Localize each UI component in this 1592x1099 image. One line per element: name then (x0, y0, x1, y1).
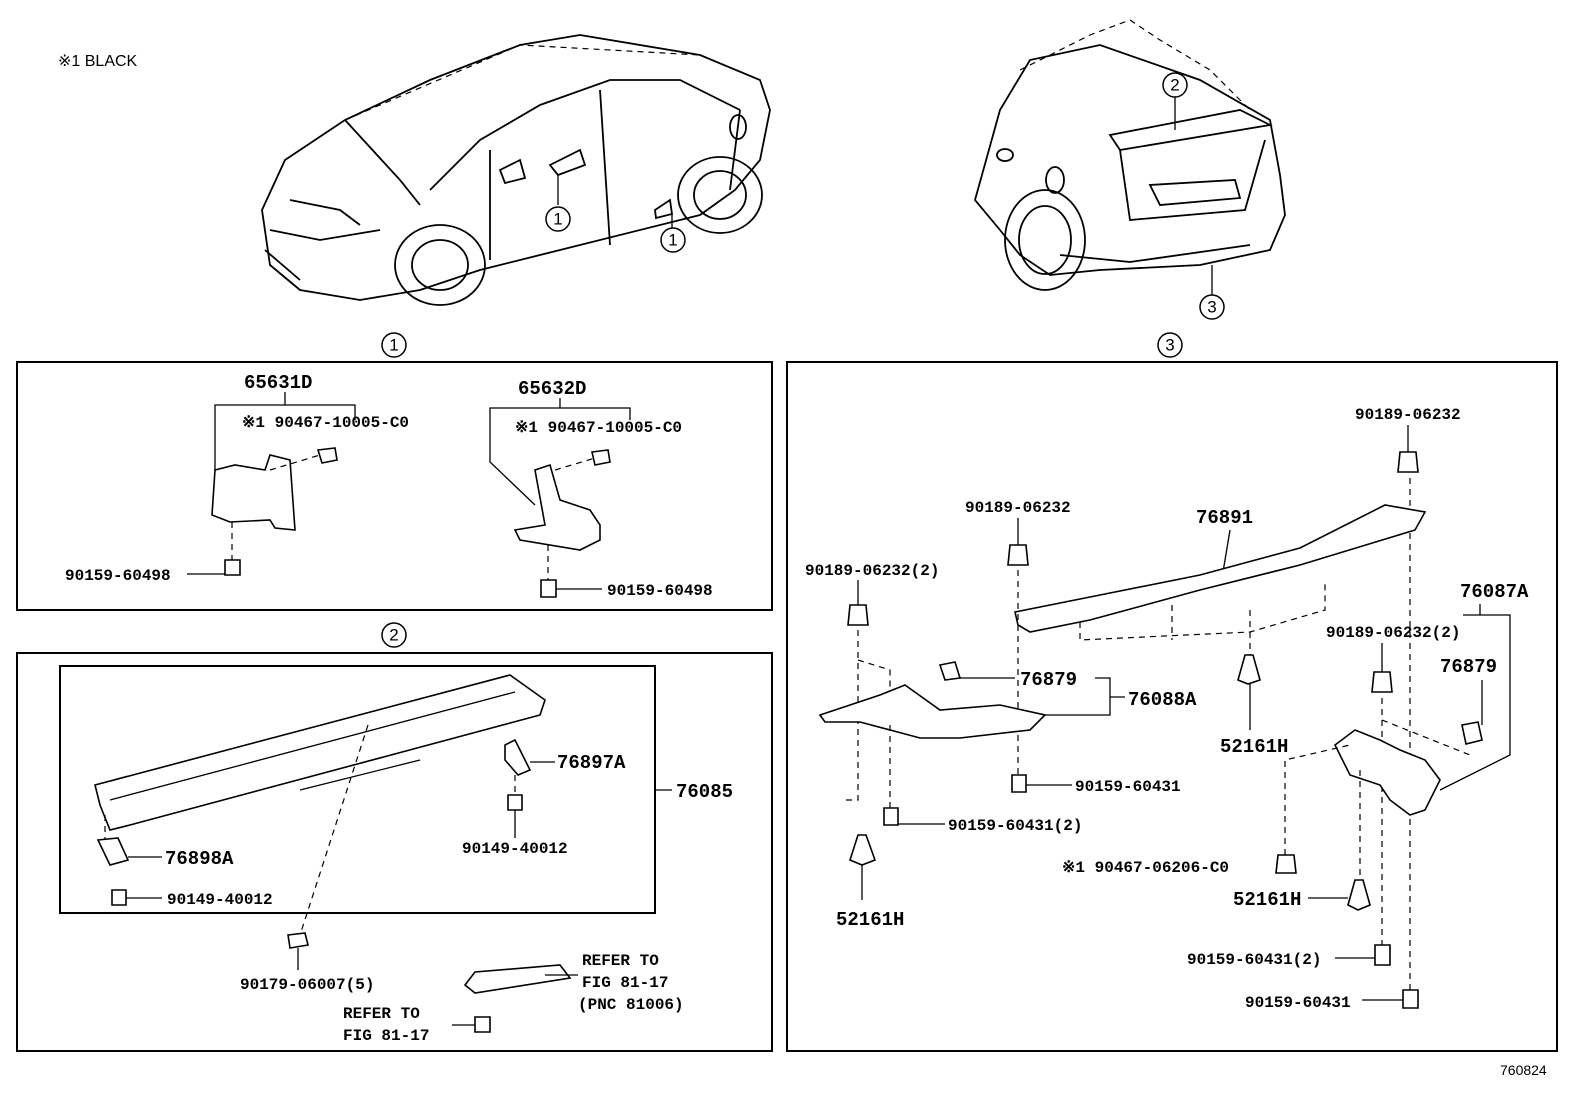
screw-right-part (507, 794, 523, 811)
rivet-left-part (849, 834, 877, 866)
svg-text:3: 3 (1165, 336, 1174, 355)
svg-text:3: 3 (1207, 298, 1216, 317)
label-bolt-left-s3: 90159-60431(2) (948, 817, 1082, 835)
label-screw-right: 90149-40012 (462, 840, 568, 858)
label-65631D: 65631D (244, 372, 312, 394)
label-76898A: 76898A (165, 848, 234, 870)
stop-lamp-part (463, 964, 572, 994)
bolt-right-part (540, 579, 557, 598)
label-76087A: 76087A (1460, 581, 1529, 603)
car-front-view (261, 34, 771, 306)
refer-left-line2: FIG 81-17 (343, 1027, 429, 1045)
section-3-header: 3 (1157, 332, 1183, 358)
car-rear-view (974, 19, 1286, 295)
label-76088A: 76088A (1128, 689, 1197, 711)
color-note: ※1 BLACK (58, 53, 138, 70)
clip-76879-right-part (1461, 721, 1483, 745)
section-2-frame (16, 652, 773, 1052)
refer-right-line3: (PNC 81006) (578, 996, 684, 1014)
refer-left-line1: REFER TO (343, 1005, 420, 1023)
label-76879-right: 76879 (1440, 656, 1497, 678)
section-1-frame (16, 361, 773, 611)
retainer-right-part (1333, 729, 1441, 816)
rivet-center-part (1237, 654, 1261, 685)
bracket-right-part (504, 738, 532, 776)
svg-text:1: 1 (668, 231, 677, 250)
label-nut-right: 90189-06232(2) (1326, 624, 1460, 642)
svg-text:1: 1 (389, 336, 398, 355)
clip-right-part (591, 449, 611, 466)
rivet-right-part (1347, 879, 1371, 911)
label-65632D: 65632D (518, 378, 586, 400)
label-76085: 76085 (676, 781, 733, 803)
label-screw-left: 90149-40012 (167, 891, 273, 909)
svg-text:1: 1 (553, 210, 562, 229)
clip-black-part (1275, 854, 1297, 874)
nut-center-part (1007, 544, 1029, 566)
section-3-frame (786, 361, 1558, 1052)
label-bolt-bottom: 90159-60431 (1245, 994, 1351, 1012)
label-bolt-right-s3: 90159-60431(2) (1187, 951, 1321, 969)
nut-top-right-part (1397, 451, 1419, 473)
car-callout-1b: 1 (660, 227, 686, 253)
label-nut-top-right: 90189-06232 (1355, 406, 1461, 424)
label-bolt-left: 90159-60498 (65, 567, 171, 585)
label-nut-left: 90189-06232(2) (805, 562, 939, 580)
drawing-number: 760824 (1500, 1062, 1547, 1078)
label-rivet-center: 52161H (1220, 736, 1288, 758)
car-callout-2: 2 (1162, 72, 1188, 98)
label-bolt-right: 90159-60498 (607, 582, 713, 600)
garnish-left-part (211, 454, 296, 531)
svg-text:2: 2 (1170, 76, 1179, 95)
refer-right-line1: REFER TO (582, 952, 659, 970)
label-clip-left: ※1 90467-10005-C0 (242, 414, 409, 432)
label-clip-black: ※1 90467-06206-C0 (1062, 859, 1229, 877)
bolt-bottom-part (1402, 989, 1419, 1009)
retainer-center-part (1014, 504, 1427, 633)
bracket-left-part (96, 837, 130, 866)
retainer-left-part (818, 684, 1047, 739)
screw-left-part (111, 889, 127, 906)
screw-bottom-part (474, 1016, 491, 1033)
label-76897A: 76897A (557, 752, 626, 774)
bolt-center-part (1011, 774, 1027, 793)
garnish-right-part (513, 463, 601, 551)
label-bolt-center: 90159-60431 (1075, 778, 1181, 796)
clip-left-part (316, 447, 338, 464)
label-clip-90179: 90179-06007(5) (240, 976, 374, 994)
clip-76879-left-part (938, 661, 962, 681)
section-2-header: 2 (381, 622, 407, 648)
bolt-left-part-s3 (883, 807, 899, 826)
label-clip-right: ※1 90467-10005-C0 (515, 419, 682, 437)
car-callout-1a: 1 (545, 206, 571, 232)
label-rivet-left: 52161H (836, 909, 904, 931)
bolt-right-part-s3 (1374, 944, 1391, 966)
bolt-left-part (224, 559, 241, 576)
clip-spoiler-part (287, 932, 309, 949)
section-1-header: 1 (381, 332, 407, 358)
car-callout-3: 3 (1199, 294, 1225, 320)
label-rivet-right: 52161H (1233, 889, 1301, 911)
nut-right-part (1371, 671, 1393, 693)
svg-text:2: 2 (389, 626, 398, 645)
refer-right-line2: FIG 81-17 (582, 974, 668, 992)
nut-left-part (847, 604, 869, 626)
label-76891: 76891 (1196, 507, 1253, 529)
spoiler-part (94, 674, 546, 831)
label-76879-left: 76879 (1020, 669, 1077, 691)
label-nut-center: 90189-06232 (965, 499, 1071, 517)
